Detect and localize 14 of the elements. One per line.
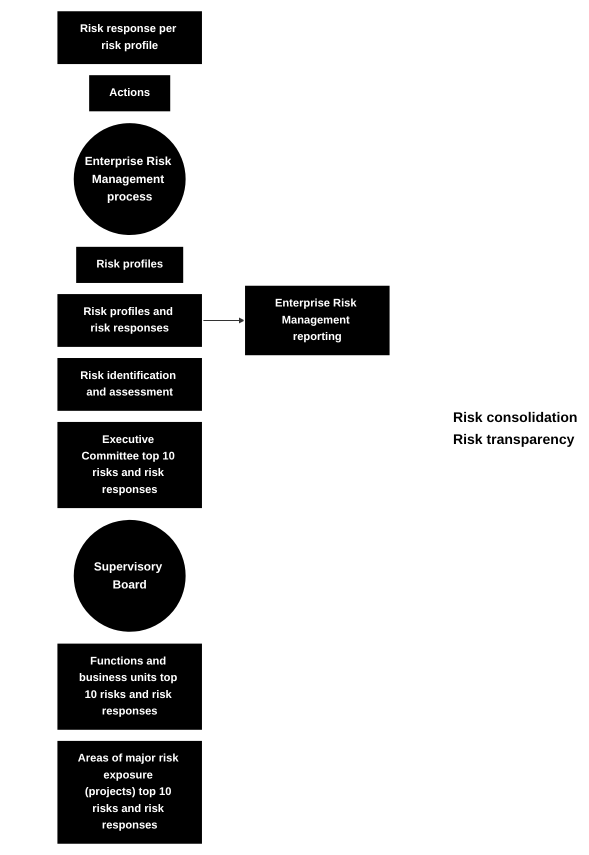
node-box: Risk profiles and risk responses — [56, 292, 204, 348]
side-note: Risk transparency — [453, 430, 576, 446]
node-box: Areas of major risk exposure (projects) top 10 risks and risk responses — [56, 740, 204, 846]
node-box: Risk identification and assessment — [56, 356, 204, 412]
node-circle: Enterprise Risk Management process — [70, 120, 188, 238]
side-note: Risk consolidation — [453, 408, 578, 424]
arrow — [202, 317, 245, 324]
node-box: Enterprise Risk Management reporting — [244, 284, 391, 357]
node-box: Functions and business units top 10 risks and risk responses — [56, 642, 204, 732]
node-box: Risk response per risk profile — [56, 10, 204, 66]
node-box: Risk profiles — [74, 245, 185, 284]
node-circle: Supervisory Board — [70, 517, 188, 635]
node-box: Actions — [88, 74, 172, 113]
node-box: Executive Committee top 10 risks and risk responses — [56, 420, 204, 510]
